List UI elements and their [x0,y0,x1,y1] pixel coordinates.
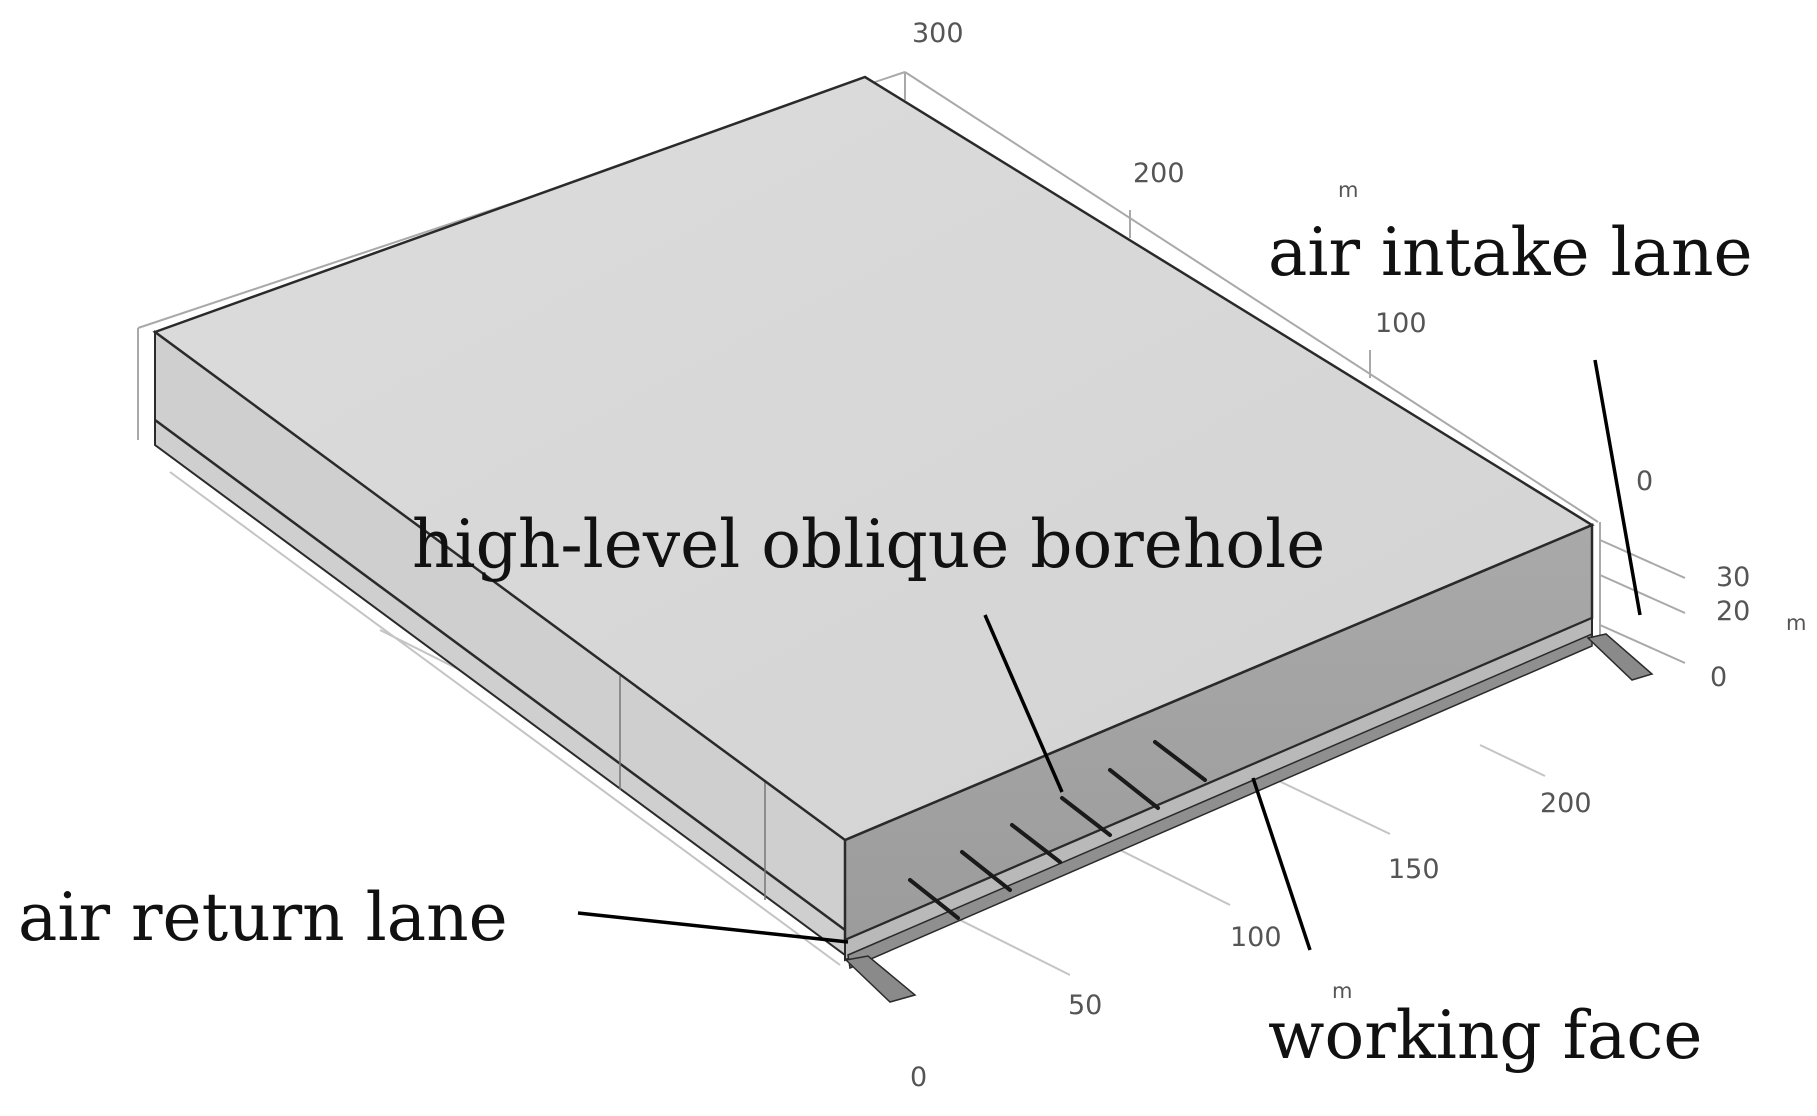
y-tick-0: 0 [1636,466,1653,497]
y-tick-100: 100 [1375,308,1427,339]
x-tick-100: 100 [1230,922,1282,953]
label-air-return-lane: air return lane [18,879,508,956]
borehole-5 [1108,768,1160,810]
borehole-1 [908,878,960,920]
borehole-4 [1060,796,1112,837]
x-tick-200: 200 [1540,788,1592,819]
back-right-axis [904,71,1599,523]
z-tick-label-30: 30 [1716,562,1750,593]
x-axis-unit: m [1332,979,1352,1003]
y-tick-300: 300 [912,18,964,49]
working-face [844,632,1654,1003]
label-air-intake-lane: air intake lane [1268,214,1753,291]
x-tick-50: 50 [1068,990,1102,1021]
z-tick-20 [1599,574,1686,614]
x-tick-0: 0 [910,1062,927,1093]
leader-air-return [577,911,849,944]
borehole-2 [960,850,1012,892]
leader-working-face [1251,777,1312,951]
z-tick-0 [1599,624,1686,664]
borehole-6 [1153,740,1207,782]
borehole-3 [1010,823,1062,864]
slab-left-layer-line [154,418,846,932]
air-intake-lane-bar [1586,633,1654,681]
label-high-level-oblique-borehole: high-level oblique borehole [412,506,1325,583]
grid-line-200 [1479,744,1546,777]
z-tick-label-20: 20 [1716,596,1750,627]
leader-borehole [983,614,1064,793]
label-working-face: working face [1268,997,1702,1074]
y-tick-200: 200 [1133,158,1185,189]
z-tick-label-0: 0 [1710,662,1727,693]
x-tick-150: 150 [1388,854,1440,885]
slab-top-face [152,75,1595,842]
air-return-lane-bar [844,955,917,1003]
grid-line-150 [1259,771,1391,835]
leader-lines [577,359,1642,951]
y-axis-unit: m [1338,178,1358,202]
grid-line-0 [169,471,841,966]
leader-air-intake [1593,359,1642,616]
boreholes [908,740,1207,920]
z-axis-unit: m [1786,611,1806,635]
z-tick-30 [1599,539,1686,579]
